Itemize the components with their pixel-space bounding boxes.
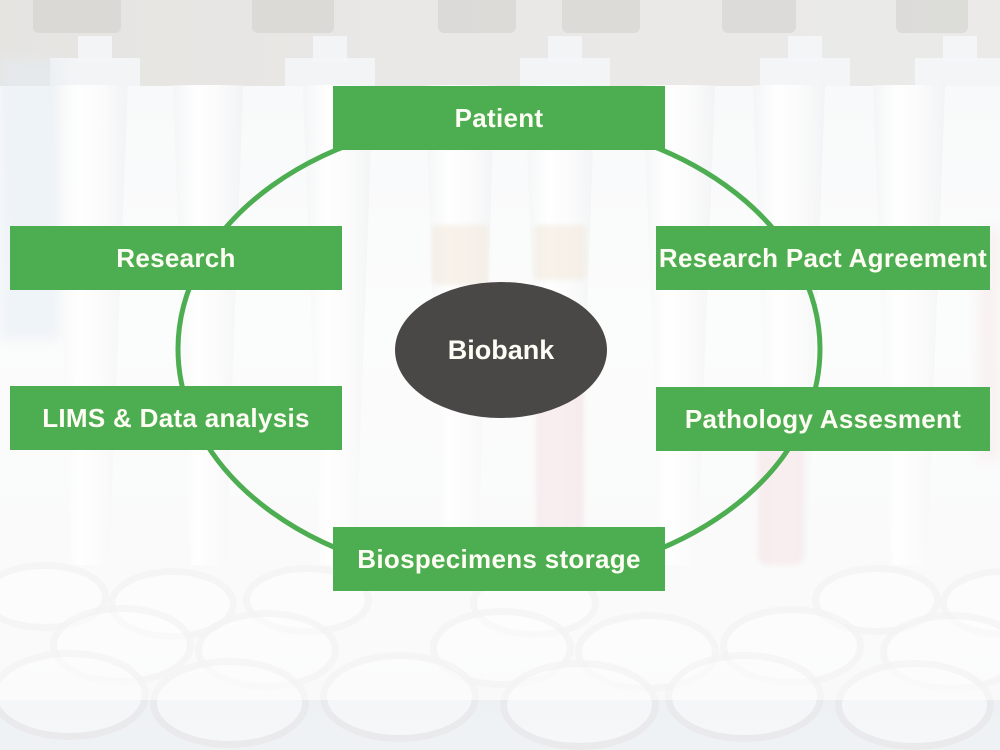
node-research-label: Research (116, 242, 236, 273)
biobank-center-node: Biobank (395, 282, 607, 418)
node-biospecimens-storage: Biospecimens storage (333, 527, 665, 591)
node-patient: Patient (333, 86, 665, 150)
node-research: Research (10, 226, 342, 290)
node-pathology-assesment: Pathology Assesment (656, 387, 990, 451)
node-lims-data-analysis-label: LIMS & Data analysis (42, 402, 310, 433)
node-pathology-assesment-label: Pathology Assesment (684, 403, 962, 434)
node-biospecimens-storage-label: Biospecimens storage (357, 543, 641, 574)
node-patient-label: Patient (454, 102, 544, 133)
node-research-pact-agreement-label: Research Pact Agreement (658, 242, 988, 273)
node-research-pact-agreement: Research Pact Agreement (656, 226, 990, 290)
node-lims-data-analysis: LIMS & Data analysis (10, 386, 342, 450)
biobank-center-label: Biobank (447, 334, 555, 365)
